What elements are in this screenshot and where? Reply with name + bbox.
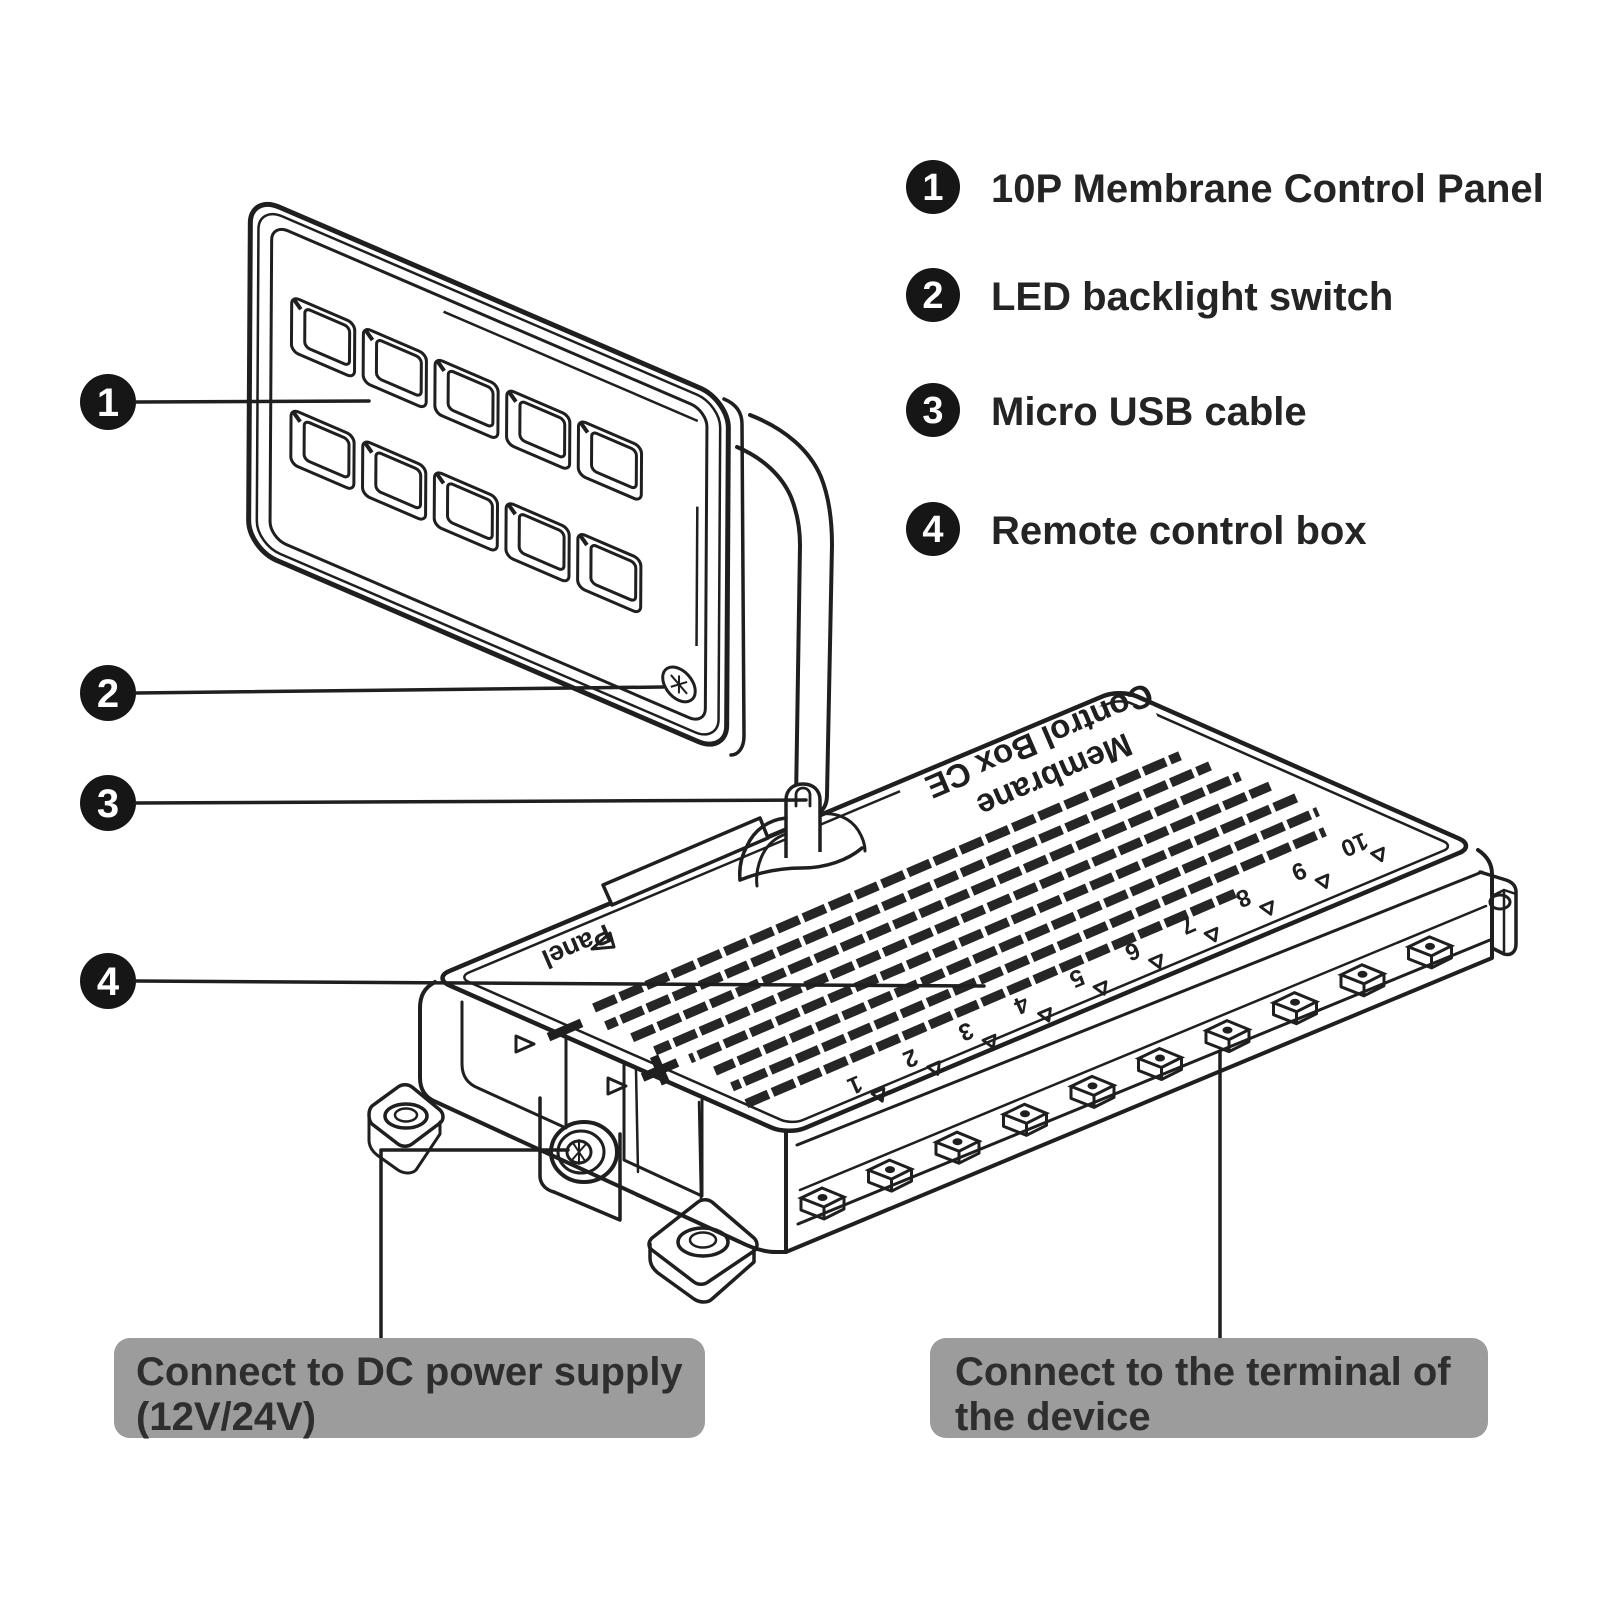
svg-text:10P Membrane Control Panel: 10P Membrane Control Panel — [991, 167, 1544, 211]
svg-text:4: 4 — [97, 960, 120, 1004]
svg-text:the device: the device — [955, 1395, 1151, 1439]
svg-text:(12V/24V): (12V/24V) — [136, 1395, 316, 1439]
svg-text:3: 3 — [922, 390, 943, 432]
svg-text:Connect to the terminal of: Connect to the terminal of — [955, 1350, 1451, 1394]
svg-text:Connect to DC power supply: Connect to DC power supply — [136, 1350, 683, 1394]
svg-text:Micro USB cable: Micro USB cable — [991, 390, 1307, 434]
svg-text:3: 3 — [97, 782, 119, 826]
svg-text:1: 1 — [922, 167, 943, 209]
svg-text:LED backlight switch: LED backlight switch — [991, 275, 1393, 319]
svg-text:4: 4 — [922, 509, 943, 551]
svg-text:2: 2 — [922, 275, 943, 317]
svg-text:Remote control box: Remote control box — [991, 509, 1367, 553]
svg-text:2: 2 — [97, 672, 119, 716]
svg-text:1: 1 — [97, 381, 119, 425]
